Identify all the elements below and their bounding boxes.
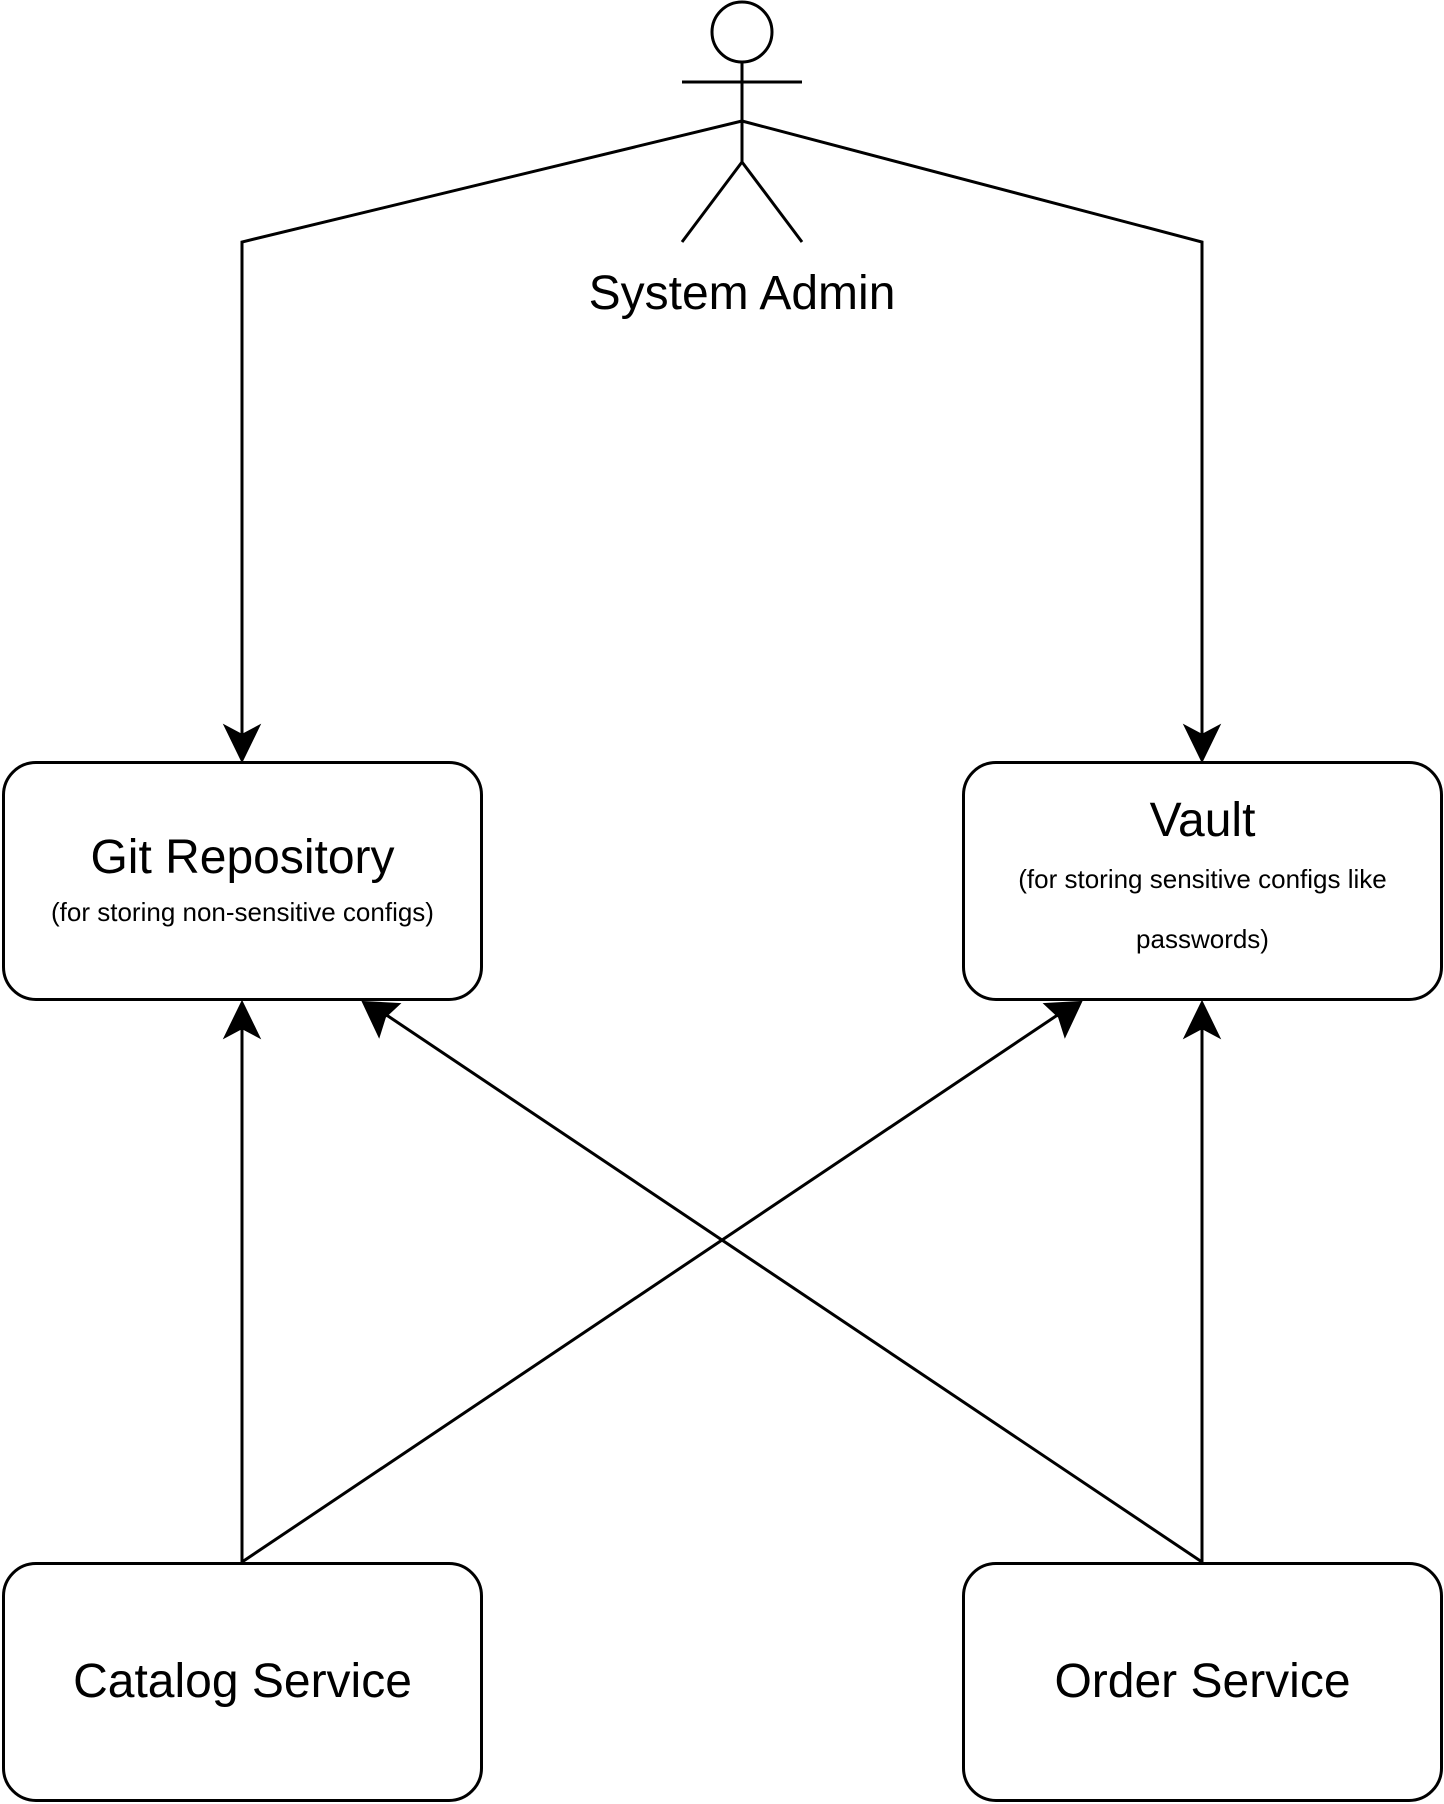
actor-right-leg bbox=[740, 161, 804, 243]
edge-actor-to-git bbox=[240, 119, 743, 744]
actor-stick-figure-icon bbox=[680, 0, 804, 243]
edge-catalog-to-vault bbox=[241, 1010, 1063, 1564]
git-repository-node: Git Repository (for storing non-sensitiv… bbox=[2, 761, 483, 1001]
order-service-node: Order Service bbox=[962, 1562, 1443, 1802]
arrowhead-catalog-to-vault bbox=[1042, 1000, 1083, 1039]
arrowhead-actor-to-vault bbox=[1182, 723, 1222, 764]
vault-subtitle: (for storing sensitive configs like pass… bbox=[1018, 864, 1387, 954]
actor-head bbox=[710, 0, 774, 64]
edge-actor-to-vault bbox=[741, 119, 1204, 744]
arrowhead-actor-to-git bbox=[222, 723, 262, 764]
order-service-title: Order Service bbox=[1054, 1655, 1351, 1708]
catalog-service-node: Catalog Service bbox=[2, 1562, 483, 1802]
edge-order-to-git bbox=[381, 1010, 1203, 1564]
actor-label: System Admin bbox=[588, 267, 896, 320]
git-repository-subtitle: (for storing non-sensitive configs) bbox=[51, 897, 434, 927]
vault-title: Vault bbox=[1149, 794, 1256, 847]
arrowhead-order-to-vault bbox=[1182, 999, 1222, 1040]
catalog-service-title: Catalog Service bbox=[73, 1655, 412, 1708]
arrowhead-catalog-to-git bbox=[222, 999, 262, 1040]
git-repository-title: Git Repository bbox=[90, 831, 395, 884]
arrowhead-order-to-git bbox=[361, 1000, 402, 1039]
actor-left-leg bbox=[680, 161, 744, 243]
vault-node: Vault (for storing sensitive configs lik… bbox=[962, 761, 1443, 1001]
